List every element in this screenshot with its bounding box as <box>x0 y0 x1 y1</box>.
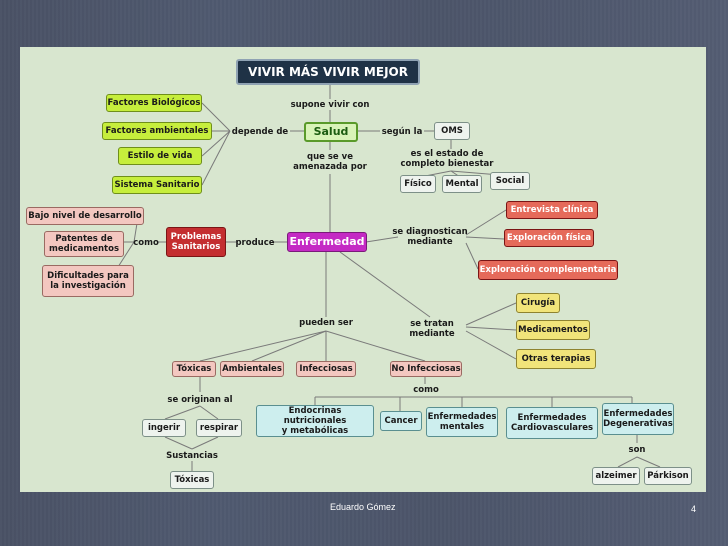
node-ingerir[interactable]: ingerir <box>142 419 186 437</box>
node-factores-biologicos[interactable]: Factores Biológicos <box>106 94 202 112</box>
link-amenazada: que se ve amenazada por <box>293 152 367 172</box>
node-medicamentos[interactable]: Medicamentos <box>516 320 590 340</box>
link-como-problemas: como <box>133 237 159 248</box>
node-endocrinas[interactable]: Endocrinas nutricionales y metabólicas <box>256 405 374 437</box>
link-produce: produce <box>235 237 275 248</box>
node-cancer[interactable]: Cancer <box>380 411 422 431</box>
node-oms[interactable]: OMS <box>434 122 470 140</box>
link-supone: supone vivir con <box>290 99 370 110</box>
node-social[interactable]: Social <box>490 172 530 190</box>
node-no-infecciosas[interactable]: No Infecciosas <box>390 361 462 377</box>
node-toxicas[interactable]: Tóxicas <box>172 361 216 377</box>
node-factores-ambientales[interactable]: Factores ambientales <box>102 122 212 140</box>
link-pueden-ser: pueden ser <box>299 317 353 328</box>
node-infecciosas[interactable]: Infecciosas <box>296 361 356 377</box>
node-estilo-vida[interactable]: Estilo de vida <box>118 147 202 165</box>
node-enfermedad[interactable]: Enfermedad <box>287 232 367 252</box>
link-originan: se originan al <box>167 394 233 405</box>
link-tratan: se tratan mediante <box>409 319 455 339</box>
node-parkison[interactable]: Párkison <box>644 467 692 485</box>
node-respirar[interactable]: respirar <box>196 419 242 437</box>
link-como-no-infecciosas: como <box>413 384 439 395</box>
node-alzeimer[interactable]: alzeimer <box>592 467 640 485</box>
node-sistema-sanitario[interactable]: Sistema Sanitario <box>112 176 202 194</box>
footer-author: Eduardo Gómez <box>330 502 396 512</box>
link-diagnostican: se diagnostican mediante <box>392 227 468 247</box>
concept-map: VIVIR MÁS VIVIR MEJOR supone vivir con d… <box>20 47 706 492</box>
link-segun: según la <box>381 126 423 137</box>
node-cirugia[interactable]: Cirugía <box>516 293 560 313</box>
slide-number: 4 <box>691 504 697 514</box>
node-enfermedades-mentales[interactable]: Enfermedades mentales <box>426 407 498 437</box>
node-ambientales[interactable]: Ambientales <box>220 361 284 377</box>
node-otras-terapias[interactable]: Otras terapias <box>516 349 596 369</box>
link-sustancias: Sustancias <box>166 450 218 461</box>
node-mental[interactable]: Mental <box>442 175 482 193</box>
link-depende: depende de <box>231 126 289 137</box>
node-bajo-nivel[interactable]: Bajo nivel de desarrollo <box>26 207 144 225</box>
link-son: son <box>628 444 646 455</box>
node-exploracion-complementaria[interactable]: Exploración complementaria <box>478 260 618 280</box>
link-estado: es el estado de completo bienestar <box>400 149 494 169</box>
title: VIVIR MÁS VIVIR MEJOR <box>236 59 420 85</box>
node-dificultades[interactable]: Dificultades para la investigación <box>42 265 134 297</box>
node-enfermedades-degenerativas[interactable]: Enfermedades Degenerativas <box>602 403 674 435</box>
node-salud[interactable]: Salud <box>304 122 358 142</box>
node-enfermedades-cardiovasculares[interactable]: Enfermedades Cardiovasculares <box>506 407 598 439</box>
node-patentes[interactable]: Patentes de medicamentos <box>44 231 124 257</box>
node-entrevista-clinica[interactable]: Entrevista clínica <box>506 201 598 219</box>
node-fisico[interactable]: Físico <box>400 175 436 193</box>
node-problemas-sanitarios[interactable]: Problemas Sanitarios <box>166 227 226 257</box>
node-toxicas-sustancias[interactable]: Tóxicas <box>170 471 214 489</box>
node-exploracion-fisica[interactable]: Exploración física <box>504 229 594 247</box>
